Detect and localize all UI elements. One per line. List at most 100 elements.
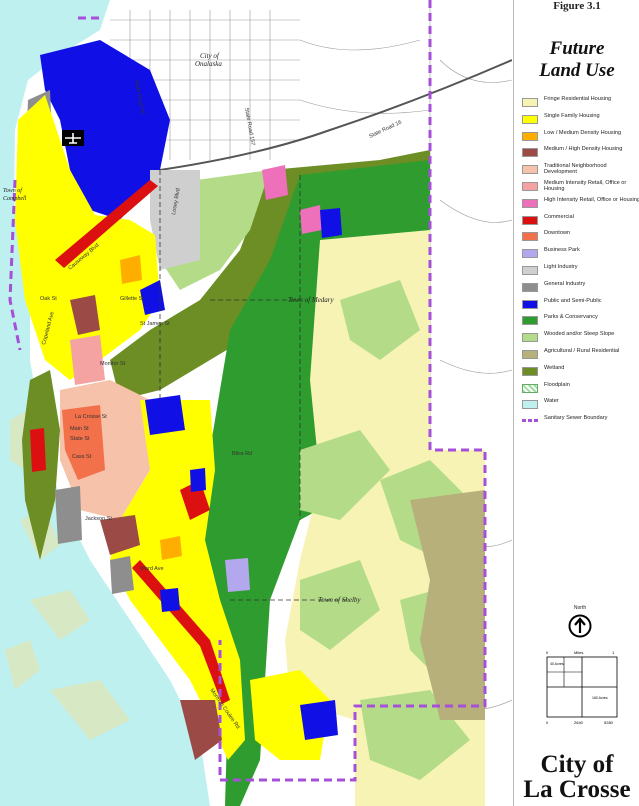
label-gillette-st: Gillette St: [120, 296, 144, 302]
legend-item: Agricultural / Rural Residential: [522, 348, 639, 364]
label-main-st: Main St: [70, 426, 89, 432]
scale-label: Miles: [574, 650, 584, 655]
legend-swatch: [522, 215, 538, 225]
public-3: [320, 208, 342, 238]
legend-item: General Industry: [522, 281, 639, 297]
wooded-1: [340, 280, 420, 360]
genind-3: [110, 556, 134, 594]
genind-2: [55, 486, 82, 544]
scale-one: 1: [612, 650, 615, 655]
city-title-line2: La Crosse: [523, 776, 631, 803]
lowmed-2: [160, 536, 182, 560]
legend-label: Medium Intensity Retail, Office or Housi…: [544, 180, 627, 193]
wooded-2: [300, 430, 390, 520]
downtown-area: [62, 405, 105, 480]
agricultural-rural-southeast: [410, 490, 485, 720]
legend-swatch: [522, 198, 538, 208]
public-2: [145, 395, 185, 435]
legend-swatch: [522, 333, 538, 343]
scale-zero: 0: [546, 650, 549, 655]
airplane-icon: [65, 133, 81, 144]
acres-grid: [546, 656, 618, 718]
label-bliss-rd: Bliss Rd: [232, 451, 252, 457]
medium-intensity-retail: [70, 335, 105, 385]
legend-item: Traditional Neighborhood Development: [522, 163, 639, 179]
legend-swatch: [522, 249, 538, 259]
legend-label: Commercial: [544, 213, 574, 220]
legend-label: Public and Semi-Public: [544, 297, 602, 304]
island-3: [30, 590, 90, 640]
medhigh-1: [100, 515, 140, 555]
legend-swatch: [522, 383, 538, 393]
legend-swatch: [522, 266, 538, 275]
legend-item: Commercial: [522, 214, 639, 230]
island-4: [50, 680, 130, 740]
island-5: [5, 640, 40, 690]
legend-swatch: [522, 419, 538, 423]
label-city-onalaska-2: Onalaska: [195, 60, 222, 68]
legend-item: Parks & Conservancy: [522, 314, 639, 330]
legend-label: Light Industry: [544, 264, 578, 270]
legend-label: General Industry: [544, 280, 586, 287]
commercial-causeway: [55, 180, 158, 268]
legend-item: Medium / High Density Housing: [522, 146, 639, 162]
legend-item: Medium Intensity Retail, Office or Housi…: [522, 180, 639, 196]
legend-item: High Intensity Retail, Office or Housing: [522, 197, 639, 213]
legend-item: Low / Medium Density Housing: [522, 130, 639, 146]
legend-label: Floodplain: [544, 381, 570, 388]
north-arrow: North: [567, 605, 593, 639]
general-industry-south: [55, 486, 134, 594]
label-state-st: State St: [70, 436, 90, 442]
legend-swatch: [522, 316, 538, 326]
label-lacrosse-st: La Crosse St: [75, 414, 107, 420]
legend-item: Floodplain: [522, 382, 639, 398]
legend-swatch: [522, 131, 538, 141]
legend-label: Medium / High Density Housing: [544, 146, 623, 153]
lowmed-1: [120, 255, 142, 284]
legend-item: Business Park: [522, 247, 639, 263]
medium-high-density-areas: [70, 295, 222, 760]
legend-panel: Figure 3.1 Future Land Use Fringe Reside…: [513, 0, 639, 806]
north-arrow-icon: [568, 614, 592, 638]
label-oak-st: Oak St: [40, 296, 57, 302]
scale-inset: 0 Miles 1 40 Acres 160 Acres 0 2640 5280: [546, 650, 618, 726]
town-boundary: [159, 170, 350, 601]
future-land-use-map: City of Onalaska Town of Medary Town of …: [0, 0, 512, 806]
legend-swatch: [522, 400, 538, 410]
legend-item: Wetland: [522, 365, 639, 381]
commercial-mormon-coulee: [132, 560, 230, 704]
label-city-onalaska-1: City of: [200, 52, 220, 60]
legend-item: Downtown: [522, 230, 639, 246]
legend-label: Single Family Housing: [544, 112, 600, 119]
legend-title-line2: Land Use: [539, 60, 615, 81]
legend-swatch: [522, 114, 538, 124]
label-jackson-st: Jackson St: [85, 516, 112, 522]
light-industry-north: [150, 170, 200, 270]
public-6: [160, 588, 180, 612]
legend-swatch: [522, 282, 538, 292]
legend-label: Sanitary Sewer Boundary: [544, 415, 608, 422]
city-title-line1: City of: [540, 751, 614, 778]
public-4: [300, 700, 338, 740]
label-losey-blvd: Losey Blvd: [171, 188, 182, 216]
public-5: [190, 468, 206, 492]
legend-label: Fringe Residential Housing: [544, 96, 612, 102]
feet-zero: 0: [546, 720, 549, 725]
wooded-4: [300, 560, 380, 650]
label-town-campbell-2: Campbell: [3, 196, 27, 202]
legend-swatch: [522, 366, 538, 376]
public-semi-public-areas: [140, 208, 342, 740]
legend-label: Wetland: [544, 364, 565, 371]
state-road-16-line: [159, 59, 512, 171]
legend-label: Low / Medium Density Housing: [544, 129, 622, 136]
legend-label: Parks & Conservancy: [544, 314, 598, 321]
feet-mid: 2640: [574, 720, 583, 725]
legend-item: Fringe Residential Housing: [522, 96, 639, 112]
legend-item: Single Family Housing: [522, 113, 639, 129]
legend-label: Wooded and/or Steep Slope: [544, 331, 615, 338]
high-intensity-retail-areas: [262, 165, 322, 234]
acres-40-label: 40 Acres: [550, 662, 564, 666]
legend-swatch: [522, 299, 538, 309]
label-st-james-st: St James St: [140, 321, 170, 327]
highret-1: [262, 165, 288, 200]
